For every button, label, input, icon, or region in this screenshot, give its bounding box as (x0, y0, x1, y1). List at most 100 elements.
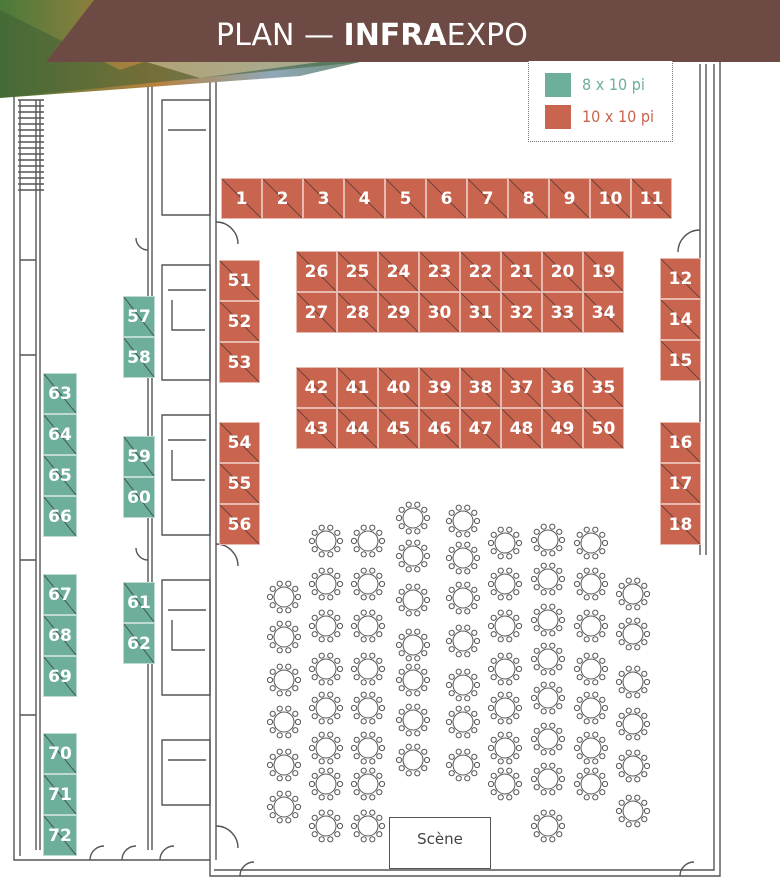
booth-number: 22 (468, 261, 493, 282)
booth-number: 7 (481, 188, 494, 209)
booth-16: 16 (660, 422, 701, 463)
booth-39: 39 (419, 367, 460, 408)
booth-19: 19 (583, 251, 624, 292)
booth-number: 71 (48, 784, 72, 805)
booth-64: 64 (43, 414, 77, 455)
booth-number: 65 (48, 465, 72, 486)
round-table (266, 580, 302, 614)
round-table (445, 748, 481, 782)
booth-53: 53 (219, 342, 260, 383)
round-table (573, 609, 609, 643)
booth-number: 26 (304, 261, 329, 282)
booth-number: 59 (127, 446, 151, 467)
round-table (530, 809, 566, 843)
booth-10: 10 (590, 178, 631, 219)
round-table (573, 567, 609, 601)
page-title: PLAN — INFRAEXPO (216, 18, 528, 53)
booth-number: 32 (509, 302, 534, 323)
booth-27: 27 (296, 292, 337, 333)
legend-label-8x10: 8 x 10 pi (582, 75, 645, 94)
booth-number: 39 (427, 377, 452, 398)
booth-number: 46 (427, 418, 452, 439)
booth-35: 35 (583, 367, 624, 408)
round-table (308, 809, 344, 843)
round-table (487, 767, 523, 801)
booth-45: 45 (378, 408, 419, 449)
round-table (350, 767, 386, 801)
booth-number: 14 (668, 309, 693, 330)
round-table (445, 541, 481, 575)
booth-8: 8 (508, 178, 549, 219)
booth-54: 54 (219, 422, 260, 463)
booth-number: 16 (668, 432, 693, 453)
booth-number: 24 (386, 261, 411, 282)
booth-number: 18 (668, 514, 693, 535)
round-table (395, 583, 431, 617)
round-table (308, 767, 344, 801)
round-table (395, 539, 431, 573)
round-table (573, 767, 609, 801)
booth-number: 31 (468, 302, 493, 323)
booth-number: 29 (386, 302, 411, 323)
booth-34: 34 (583, 292, 624, 333)
round-table (350, 691, 386, 725)
booth-number: 4 (358, 188, 371, 209)
booth-55: 55 (219, 463, 260, 504)
legend-label-10x10: 10 x 10 pi (582, 107, 654, 126)
booth-29: 29 (378, 292, 419, 333)
booth-number: 40 (386, 377, 411, 398)
header-banner (0, 0, 780, 98)
booth-number: 42 (304, 377, 329, 398)
booth-50: 50 (583, 408, 624, 449)
booth-number: 11 (639, 188, 664, 209)
round-table (395, 628, 431, 662)
booth-47: 47 (460, 408, 501, 449)
round-table (266, 663, 302, 697)
booth-number: 23 (427, 261, 452, 282)
round-table (615, 794, 651, 828)
booth-number: 61 (127, 592, 151, 613)
booth-number: 15 (668, 350, 693, 371)
booth-20: 20 (542, 251, 583, 292)
booth-42: 42 (296, 367, 337, 408)
booth-number: 20 (550, 261, 575, 282)
round-table (487, 691, 523, 725)
booth-number: 55 (227, 473, 252, 494)
booth-number: 27 (304, 302, 329, 323)
round-table (308, 567, 344, 601)
booth-number: 1 (235, 188, 248, 209)
booth-number: 47 (468, 418, 493, 439)
booth-57: 57 (123, 296, 155, 337)
booth-number: 30 (427, 302, 452, 323)
booth-number: 67 (48, 584, 72, 605)
booth-31: 31 (460, 292, 501, 333)
round-table (445, 504, 481, 538)
booth-number: 54 (227, 432, 252, 453)
round-table (350, 524, 386, 558)
booth-number: 45 (386, 418, 411, 439)
seating-tables (266, 501, 651, 843)
booth-68: 68 (43, 615, 77, 656)
booth-5: 5 (385, 178, 426, 219)
booth-number: 70 (48, 743, 72, 764)
booth-18: 18 (660, 504, 701, 545)
legend-swatch-10x10 (545, 105, 571, 129)
round-table (445, 624, 481, 658)
booth-number: 62 (127, 633, 151, 654)
booth-28: 28 (337, 292, 378, 333)
round-table (266, 620, 302, 654)
round-table (445, 581, 481, 615)
booth-60: 60 (123, 477, 155, 518)
stage: Scène (389, 817, 491, 869)
booth-14: 14 (660, 299, 701, 340)
booth-number: 72 (48, 825, 72, 846)
round-table (308, 609, 344, 643)
round-table (487, 652, 523, 686)
booth-number: 9 (563, 188, 576, 209)
round-table (266, 705, 302, 739)
round-table (530, 603, 566, 637)
round-table (615, 665, 651, 699)
booth-number: 57 (127, 306, 151, 327)
round-table (615, 617, 651, 651)
